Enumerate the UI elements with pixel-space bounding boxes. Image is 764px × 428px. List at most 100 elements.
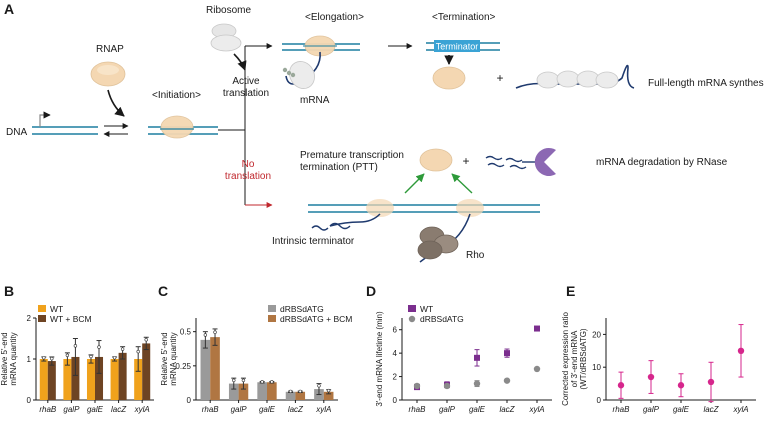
bar (71, 356, 80, 400)
y-axis-label: of 3'-end mRNA (570, 330, 579, 387)
plus-sign-2: + (462, 154, 469, 168)
data-point (413, 382, 421, 390)
replicate-point (42, 356, 46, 360)
x-tick-label: lacZ (288, 405, 304, 414)
x-tick-label: lacZ (499, 405, 515, 414)
y-tick-label: 20 (592, 330, 601, 339)
panel-a-label: A (4, 1, 14, 17)
bar (228, 383, 239, 400)
bar (200, 339, 211, 400)
full-length-label: Full-length mRNA synthesis (648, 78, 764, 89)
bar (95, 356, 104, 400)
dna-label: DNA (6, 127, 27, 138)
x-tick-label: galP (63, 405, 80, 414)
data-point (473, 380, 481, 387)
x-tick-label: xylA (315, 405, 331, 414)
bar (47, 361, 56, 400)
x-tick-label: xylA (134, 405, 150, 414)
green-arrow-right (451, 173, 473, 194)
mrna-label: mRNA (300, 95, 330, 106)
green-arrow-left (404, 173, 425, 194)
termination-label: <Termination> (432, 12, 496, 23)
rho-hexamer (417, 226, 459, 260)
rnap-free (90, 61, 126, 87)
data-point (533, 365, 541, 373)
y-tick-label: 0 (597, 396, 602, 405)
x-tick-label: xylA (732, 405, 748, 414)
y-tick-label: 6 (393, 326, 398, 335)
replicate-point (203, 333, 208, 337)
y-axis-label: Corrected expression ratio (561, 312, 570, 406)
y-tick-label: 0 (187, 396, 192, 405)
intrinsic-terminator-label: Intrinsic terminator (272, 236, 355, 247)
ribosome-arrow (233, 53, 247, 71)
legend-swatch (38, 305, 46, 312)
legend-swatch (268, 305, 276, 312)
binding-arrow (107, 89, 125, 117)
elongation-complex (282, 35, 360, 89)
bar (118, 352, 127, 400)
replicate-point (260, 380, 264, 384)
x-tick-label: rhaB (202, 405, 220, 414)
x-tick-label: lacZ (703, 405, 719, 414)
replicate-point (73, 344, 78, 348)
replicate-point (89, 354, 93, 359)
data-point (474, 354, 480, 361)
y-axis-label: 3'-end mRNA lifetime (min) (375, 311, 384, 407)
bar (86, 359, 95, 400)
y-tick-label: 2 (27, 314, 32, 323)
data-point (534, 325, 540, 332)
y-axis-label: Relative 5'-end (0, 332, 9, 385)
bar (39, 359, 48, 400)
rnase-degradation (485, 147, 556, 176)
x-tick-label: rhaB (39, 405, 57, 414)
ptt-label-1: Premature transcription (300, 150, 404, 161)
active-translation-label-2: translation (223, 88, 269, 99)
y-tick-label: 0 (27, 396, 32, 405)
rho-label: Rho (466, 250, 485, 261)
equilibrium-arrows (103, 123, 129, 137)
x-tick-label: lacZ (111, 405, 127, 414)
legend-swatch (38, 315, 46, 322)
y-tick-label: 0.25 (175, 362, 191, 371)
replicate-point (317, 384, 321, 388)
y-axis-label: mRNA quantity (9, 332, 18, 385)
no-translation-label-2: translation (225, 171, 271, 182)
x-tick-label: galP (439, 405, 456, 414)
y-tick-label: 1 (27, 355, 32, 364)
initiation-label: <Initiation> (152, 90, 201, 101)
ribosome-label: Ribosome (206, 5, 251, 16)
legend-label: WT (50, 304, 63, 314)
initiation-complex (148, 115, 218, 139)
replicate-point (241, 378, 246, 383)
dna-strand-initial (32, 111, 98, 135)
x-tick-label: galE (87, 405, 104, 414)
x-tick-label: galE (673, 405, 690, 414)
panel-a: A DNA RNAP <Initiation> (4, 1, 764, 263)
replicate-point (326, 388, 331, 393)
replicate-point (270, 380, 274, 384)
ptt-dna (308, 199, 540, 263)
data-point (504, 350, 510, 357)
bar (134, 359, 143, 400)
legend-swatch (268, 315, 276, 322)
polysome-mrna (515, 64, 635, 89)
replicate-point (298, 389, 302, 394)
released-rnap (432, 66, 466, 90)
branch-lines (218, 43, 273, 208)
replicate-point (112, 356, 117, 360)
data-point (503, 377, 511, 384)
legend-label: dRBSdATG (420, 314, 464, 324)
terminator-site (426, 40, 500, 52)
bar (295, 391, 306, 400)
replicate-point (120, 347, 125, 351)
replicate-point (232, 378, 236, 383)
ptt-label-2: termination (PTT) (300, 162, 378, 173)
ptt-rnap (419, 148, 453, 172)
x-tick-label: xylA (528, 405, 544, 414)
